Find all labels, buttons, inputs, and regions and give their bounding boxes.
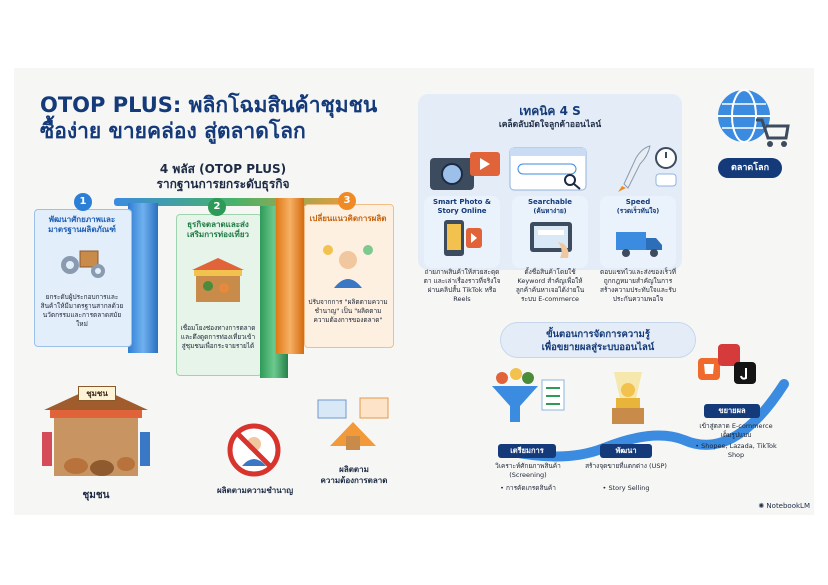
plus-heading-subtitle: รากฐานการยกระดับธุรกิจ bbox=[156, 177, 290, 191]
technique-heading-title: เทคนิค 4 S bbox=[519, 104, 581, 118]
pillar-1-desc: ยกระดับผู้ประกอบการและสินค้าให้มีมาตรฐาน… bbox=[40, 293, 124, 328]
rocket-clock-icon bbox=[618, 145, 677, 192]
pillar-2-badge: 2 bbox=[208, 198, 226, 216]
technique-card-desc-2: ตั้งชื่อสินค้าโดยใช้ Keyword สำคัญเพื่อใ… bbox=[515, 268, 585, 303]
technique-card-3-name: Speed bbox=[625, 198, 651, 206]
pillar-1-panel bbox=[34, 209, 132, 347]
step-1-bullet: • การคัดเกรดสินค้า bbox=[500, 484, 556, 492]
demand-label: ผลิตตาม ความต้องการตลาด bbox=[306, 464, 402, 486]
expertise-label: ผลิตตามความชำนาญ bbox=[216, 486, 294, 495]
technique-card-desc-1: ถ่ายภาพสินค้าให้สวยสะดุดตา และเล่าเรื่อง… bbox=[423, 268, 501, 303]
pillar-1-title: พัฒนาศักยภาพและมาตรฐานผลิตภัณฑ์ bbox=[48, 215, 116, 234]
technique-heading-subtitle: เคล็ดลับมัดใจลูกค้าออนไลน์ bbox=[498, 120, 602, 130]
phone-video-icon bbox=[444, 220, 482, 256]
market-demand-icon bbox=[317, 397, 389, 450]
step-2-bullet-text: Story Selling bbox=[608, 484, 650, 492]
pillar-2-title: ธุรกิจตลาดและส่งเสริมการท่องเที่ยว bbox=[187, 220, 249, 239]
technique-card-desc-3: ตอบแชทไวและส่งของเร็วที่ถูกกฎหมายสำคัญใน… bbox=[599, 268, 677, 303]
plus-heading-title: 4 พลัส (OTOP PLUS) bbox=[159, 162, 287, 176]
pillar-1-column bbox=[128, 203, 158, 353]
pillar-3-desc: ปรับจากการ "ผลิตตามความชำนาญ" เป็น "ผลิต… bbox=[308, 298, 388, 324]
tablet-search-icon bbox=[530, 222, 572, 258]
step-3-bullet-text: Shopee, Lazada, TikTok Shop bbox=[701, 442, 777, 459]
title-line-2: ซื้อง่าย ขายคล่อง สู่ตลาดโลก bbox=[40, 119, 306, 143]
step-3-title: ขยายผล bbox=[704, 404, 760, 418]
trophy-spotlight-icon bbox=[612, 372, 644, 424]
funnel-checklist-icon bbox=[492, 368, 565, 422]
process-heading: ขั้นตอนการจัดการความรู้ เพื่อขยายผลสู่ระ… bbox=[500, 322, 696, 358]
process-heading-line-1: ขั้นตอนการจัดการความรู้ bbox=[546, 329, 650, 340]
pillar-1: 1 พัฒนาศักยภาพและมาตรฐานผลิตภัณฑ์ ยกระดั… bbox=[34, 193, 158, 355]
plus-heading: 4 พลัส (OTOP PLUS) รากฐานการยกระดับธุรกิ… bbox=[138, 162, 308, 192]
step-2-title: พัฒนา bbox=[600, 444, 652, 458]
market-label: ชุมชน bbox=[82, 490, 110, 501]
thinking-person-icon bbox=[323, 245, 373, 288]
delivery-truck-icon bbox=[616, 232, 662, 257]
globe-label: ตลาดโลก bbox=[718, 158, 782, 178]
market-stall-icon bbox=[192, 258, 244, 302]
pillar-2-desc: เชื่อมโยงช่องทางการตลาดและดึงดูดการท่องเ… bbox=[180, 324, 256, 350]
gears-box-icon bbox=[61, 250, 105, 278]
pillar-3-title: เปลี่ยนแนวคิดการผลิต bbox=[309, 214, 387, 223]
step-2-bullet: • Story Selling bbox=[602, 484, 650, 492]
technique-card-title-3: Speed (รวดเร็วทันใจ) bbox=[600, 198, 676, 216]
technique-card-title-1: Smart Photo & Story Online bbox=[433, 198, 491, 215]
pillar-3: 3 เปลี่ยนแนวคิดการผลิต ปรับจากการ "ผลิตต… bbox=[276, 192, 396, 358]
technique-card-title-2: Searchable (ค้นหาง่าย) bbox=[512, 198, 588, 216]
pillar-1-badge: 1 bbox=[74, 193, 92, 211]
pillar-3-column bbox=[276, 198, 304, 354]
watermark: ✺ NotebookLM bbox=[758, 502, 810, 510]
globe-cart-icon bbox=[718, 89, 790, 147]
title-line-1: OTOP PLUS: พลิกโฉมสินค้าชุมชน bbox=[40, 93, 378, 117]
step-2-desc: สร้างจุดขายที่แตกต่าง (USP) bbox=[585, 462, 667, 470]
pillar-3-badge: 3 bbox=[338, 192, 356, 210]
search-bar-icon bbox=[509, 147, 587, 191]
process-path bbox=[499, 379, 789, 462]
technique-card-3-subtitle: (รวดเร็วทันใจ) bbox=[616, 207, 660, 215]
step-1-desc: วิเคราะห์ศักยภาพสินค้า (Screening) bbox=[495, 462, 561, 479]
camera-icon bbox=[430, 152, 500, 190]
technique-heading: เทคนิค 4 S เคล็ดลับมัดใจลูกค้าออนไลน์ bbox=[418, 104, 682, 131]
pillar-3-panel bbox=[304, 204, 394, 348]
technique-card-2-subtitle: (ค้นหาง่าย) bbox=[533, 207, 567, 215]
pillar-base-beam bbox=[114, 198, 354, 206]
step-3-bullet: • Shopee, Lazada, TikTok Shop bbox=[695, 442, 777, 459]
ecommerce-apps-icon bbox=[698, 344, 756, 384]
page-title: OTOP PLUS: พลิกโฉมสินค้าชุมชน ซื้อง่าย ข… bbox=[40, 92, 420, 144]
demand-label-line-1: ผลิตตาม bbox=[339, 465, 369, 474]
watermark-text: NotebookLM bbox=[766, 502, 810, 510]
infographic-canvas: OTOP PLUS: พลิกโฉมสินค้าชุมชน ซื้อง่าย ข… bbox=[14, 68, 814, 515]
demand-label-line-2: ความต้องการตลาด bbox=[320, 476, 388, 485]
market-sign: ชุมชน bbox=[78, 386, 116, 401]
step-1-title: เตรียมการ bbox=[498, 444, 556, 458]
community-market-illustration bbox=[42, 386, 150, 476]
process-heading-line-2: เพื่อขยายผลสู่ระบบออนไลน์ bbox=[541, 342, 655, 353]
step-1-bullet-text: การคัดเกรดสินค้า bbox=[505, 484, 556, 492]
no-expertise-icon bbox=[227, 423, 281, 477]
step-3-desc: เข้าสู่ตลาด E-commerce เต็มรูปแบบ bbox=[699, 422, 773, 439]
technique-card-2-name: Searchable bbox=[528, 198, 572, 206]
